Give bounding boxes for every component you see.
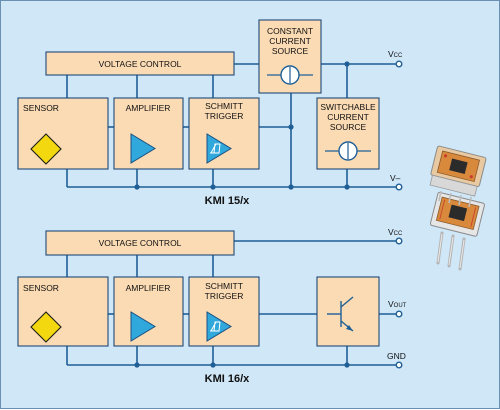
triangle-amplifier-icon xyxy=(130,311,156,342)
kmi16-circuit: VOLTAGE CONTROL SENSOR AMPLIFIER SCHMITT… xyxy=(17,227,407,385)
schmitt-trigger-icon xyxy=(206,133,232,164)
kmi15-junctions xyxy=(134,61,350,190)
chip-package-icon xyxy=(429,145,487,271)
kmi15-amplifier-block: AMPLIFIER xyxy=(113,97,184,170)
kmi16-title: KMI 16/x xyxy=(205,373,251,385)
kmi15-sensor-label: SENSOR xyxy=(23,103,59,113)
kmi15-title: KMI 15/x xyxy=(205,195,251,207)
kmi16-voltage-control-label: VOLTAGE CONTROL xyxy=(99,238,182,248)
kmi16-sensor-block: SENSOR xyxy=(17,276,109,347)
kmi16-wires xyxy=(66,240,398,366)
transistor-icon xyxy=(327,296,354,332)
kmi15-circuit: VOLTAGE CONTROL SENSOR AMPLIFIER SCHMITT… xyxy=(17,19,403,207)
kmi15-scs-label-line3: SOURCE xyxy=(330,122,367,132)
kmi15-ccs-label-line2: CURRENT xyxy=(269,36,311,46)
kmi15-ccs-label-line1: CONSTANT xyxy=(267,26,313,36)
kmi15-scs-label-line2: CURRENT xyxy=(327,112,369,122)
kmi15-voltage-control-block: VOLTAGE CONTROL xyxy=(45,51,235,76)
kmi15-scs-label-line1: SWITCHABLE xyxy=(320,102,376,112)
kmi15-ccs-label-line3: SOURCE xyxy=(272,46,309,56)
kmi15-amplifier-label: AMPLIFIER xyxy=(126,103,171,113)
kmi15-wires xyxy=(66,63,398,188)
kmi16-gnd-terminal xyxy=(395,361,403,369)
kmi15-schmitt-trigger-block: SCHMITT TRIGGER xyxy=(188,97,260,170)
kmi16-output-transistor-block xyxy=(316,276,380,347)
kmi16-gnd-label: GND xyxy=(387,351,406,361)
kmi16-vout-label: VOUT xyxy=(388,299,407,309)
kmi15-vcc-terminal xyxy=(395,60,403,68)
kmi16-amplifier-label: AMPLIFIER xyxy=(126,283,171,293)
diamond-icon xyxy=(30,311,62,343)
kmi16-amplifier-block: AMPLIFIER xyxy=(113,276,184,347)
kmi15-constant-current-source-block: CONSTANT CURRENT SOURCE xyxy=(258,19,322,94)
kmi16-voltage-control-block: VOLTAGE CONTROL xyxy=(45,230,235,256)
triangle-amplifier-icon xyxy=(130,133,156,164)
kmi16-vcc-label: VCC xyxy=(388,227,403,237)
kmi16-schmitt-label-line1: SCHMITT xyxy=(205,281,243,291)
kmi15-schmitt-label-line2: TRIGGER xyxy=(205,111,244,121)
schmitt-trigger-icon xyxy=(206,311,232,342)
kmi15-switchable-current-source-block: SWITCHABLE CURRENT SOURCE xyxy=(316,97,380,170)
kmi15-schmitt-label-line1: SCHMITT xyxy=(205,101,243,111)
kmi15-voltage-control-label: VOLTAGE CONTROL xyxy=(99,59,182,69)
kmi16-schmitt-label-line2: TRIGGER xyxy=(205,291,244,301)
kmi15-sensor-block: SENSOR xyxy=(17,97,109,170)
current-source-icon xyxy=(267,65,313,85)
kmi16-sensor-label: SENSOR xyxy=(23,283,59,293)
kmi16-schmitt-trigger-block: SCHMITT TRIGGER xyxy=(188,276,260,347)
kmi16-vcc-terminal xyxy=(395,237,403,245)
kmi16-vout-terminal xyxy=(395,310,403,318)
diamond-icon xyxy=(30,133,62,165)
kmi16-junctions xyxy=(134,362,350,368)
kmi15-vcc-label: VCC xyxy=(388,49,403,59)
kmi15-vminus-terminal xyxy=(395,183,403,191)
current-source-icon xyxy=(325,141,371,161)
kmi15-vminus-label: V– xyxy=(390,173,401,183)
